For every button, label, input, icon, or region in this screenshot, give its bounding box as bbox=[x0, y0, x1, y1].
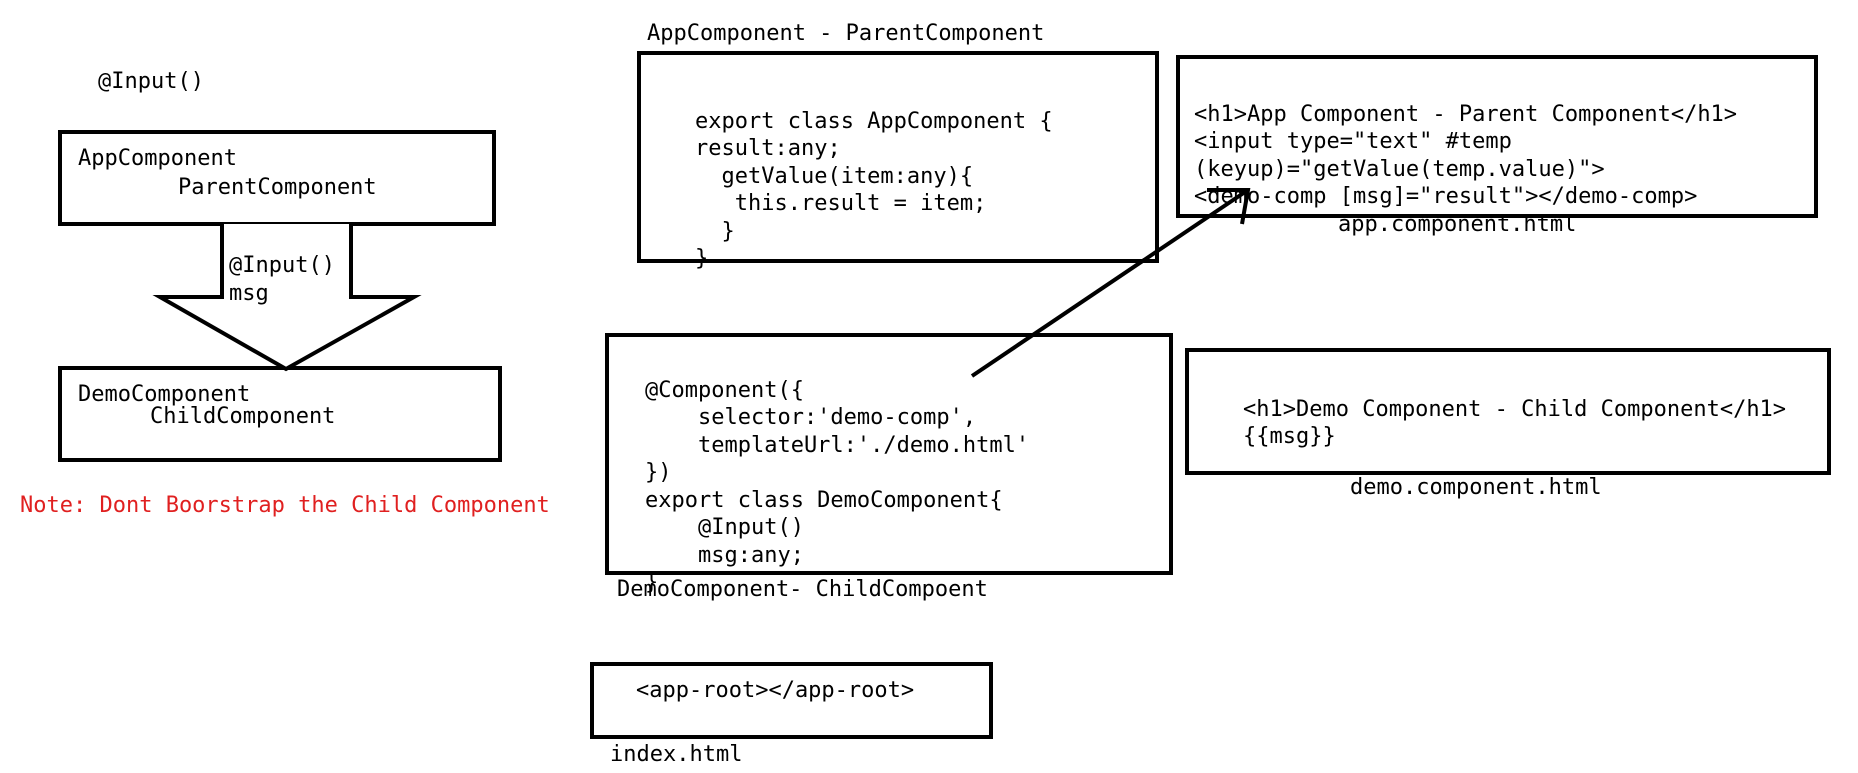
app-component-html-box: <h1>App Component - Parent Component</h1… bbox=[1176, 55, 1818, 218]
demo-component-html-caption: demo.component.html bbox=[1350, 475, 1602, 500]
child-box-line2: ChildComponent bbox=[150, 404, 336, 429]
code-line: <h1>Demo Component - Child Component</h1… bbox=[1243, 396, 1787, 422]
app-component-html-code: <h1>App Component - Parent Component</h1… bbox=[1194, 73, 1737, 211]
input-flow-arrow bbox=[152, 224, 422, 372]
code-line: }) bbox=[645, 460, 672, 485]
demo-component-ts-caption: DemoComponent- ChildCompoent bbox=[617, 577, 988, 602]
index-html-caption: index.html bbox=[610, 742, 743, 767]
code-line: @Component({ bbox=[645, 377, 804, 403]
app-component-ts-box: export class AppComponent {result:any; g… bbox=[637, 51, 1159, 271]
input-decorator-title: @Input() bbox=[98, 69, 204, 94]
demo-component-ts-code: @Component({ selector:'demo-comp', templ… bbox=[645, 349, 1029, 597]
parent-box-line2: ParentComponent bbox=[178, 175, 377, 200]
code-line: result:any; bbox=[695, 136, 841, 161]
index-html-box: <app-root></app-root> bbox=[590, 662, 993, 739]
demo-component-ts-box: @Component({ selector:'demo-comp', templ… bbox=[605, 333, 1173, 595]
code-line: msg:any; bbox=[645, 542, 804, 568]
code-line: } bbox=[695, 218, 735, 244]
code-line: } bbox=[645, 570, 659, 595]
code-line: export class AppComponent { bbox=[695, 108, 1053, 134]
child-box-line1: DemoComponent bbox=[78, 382, 251, 407]
parent-box-line1: AppComponent bbox=[78, 146, 237, 171]
app-component-ts-code: export class AppComponent {result:any; g… bbox=[695, 80, 1053, 273]
code-line: <h1>App Component - Parent Component</h1… bbox=[1194, 101, 1738, 127]
code-line: <input type="text" #temp bbox=[1194, 129, 1512, 154]
code-line: templateUrl:'./demo.html' bbox=[645, 432, 1030, 458]
code-line: {{msg}} bbox=[1243, 424, 1336, 449]
code-line: export class DemoComponent{ bbox=[645, 487, 1003, 513]
bootstrap-note: Note: Dont Boorstrap the Child Component bbox=[20, 493, 550, 518]
parent-component-box: AppComponent ParentComponent bbox=[58, 130, 496, 226]
arrow-label-line1: @Input() bbox=[229, 253, 335, 278]
code-line: @Input() bbox=[645, 515, 804, 540]
arrow-label-line2: msg bbox=[229, 281, 269, 306]
code-line: <demo-comp [msg]="result"></demo-comp> bbox=[1194, 184, 1698, 209]
demo-component-html-box: <h1>Demo Component - Child Component</h1… bbox=[1185, 348, 1831, 475]
child-component-box: DemoComponent ChildComponent bbox=[58, 366, 502, 462]
code-line: } bbox=[695, 246, 709, 271]
app-component-html-caption: app.component.html bbox=[1338, 212, 1577, 237]
app-component-title: AppComponent - ParentComponent bbox=[647, 21, 1045, 46]
code-line: selector:'demo-comp', bbox=[645, 405, 977, 430]
demo-component-html-code: <h1>Demo Component - Child Component</h1… bbox=[1243, 368, 1786, 451]
code-line: getValue(item:any){ bbox=[695, 163, 974, 189]
index-html-code: <app-root></app-root> bbox=[636, 678, 915, 703]
code-line: (keyup)="getValue(temp.value)"> bbox=[1194, 156, 1605, 182]
code-line: this.result = item; bbox=[695, 191, 987, 216]
